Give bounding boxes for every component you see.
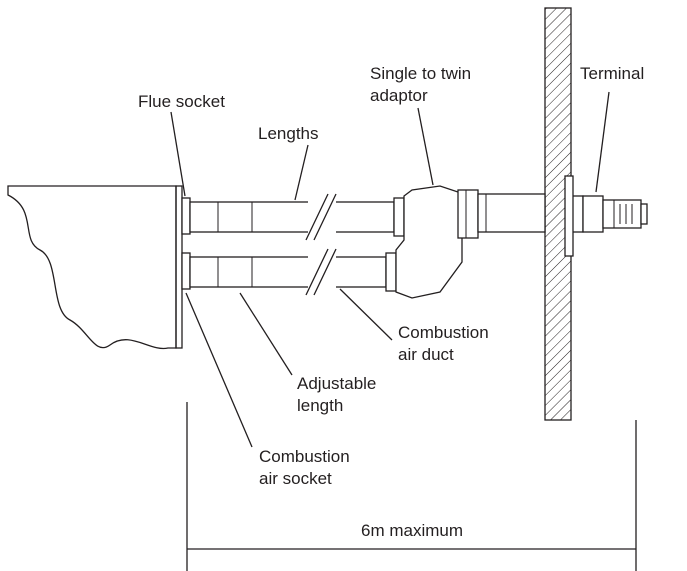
dimension-line (186, 402, 637, 571)
leader-air-duct (339, 288, 393, 341)
label-adaptor-1: Single to twin (370, 64, 471, 83)
label-air-socket-1: Combustion (259, 447, 350, 466)
boiler-plate (175, 185, 183, 349)
adaptor (395, 185, 479, 299)
boiler-body (7, 185, 177, 350)
label-air-duct-1: Combustion (398, 323, 489, 342)
air-duct-pipe (181, 252, 397, 292)
terminal (564, 175, 648, 257)
leader-air-socket (185, 292, 253, 448)
upper-break (305, 193, 337, 241)
label-flue-socket: Flue socket (138, 92, 225, 111)
leader-adaptor (417, 107, 434, 186)
label-dimension: 6m maximum (361, 521, 463, 540)
leader-flue-socket (170, 111, 186, 197)
flue-pipe (181, 197, 405, 237)
leader-lengths (294, 144, 309, 201)
label-air-duct-2: air duct (398, 345, 454, 364)
main-pipe (477, 193, 584, 233)
label-lengths: Lengths (258, 124, 319, 143)
leader-terminal (595, 91, 610, 193)
label-adjustable-1: Adjustable (297, 374, 376, 393)
label-terminal: Terminal (580, 64, 644, 83)
label-adaptor-2: adaptor (370, 86, 428, 105)
label-air-socket-2: air socket (259, 469, 332, 488)
leader-adjustable (239, 292, 293, 376)
label-adjustable-2: length (297, 396, 343, 415)
lower-break (305, 248, 337, 296)
